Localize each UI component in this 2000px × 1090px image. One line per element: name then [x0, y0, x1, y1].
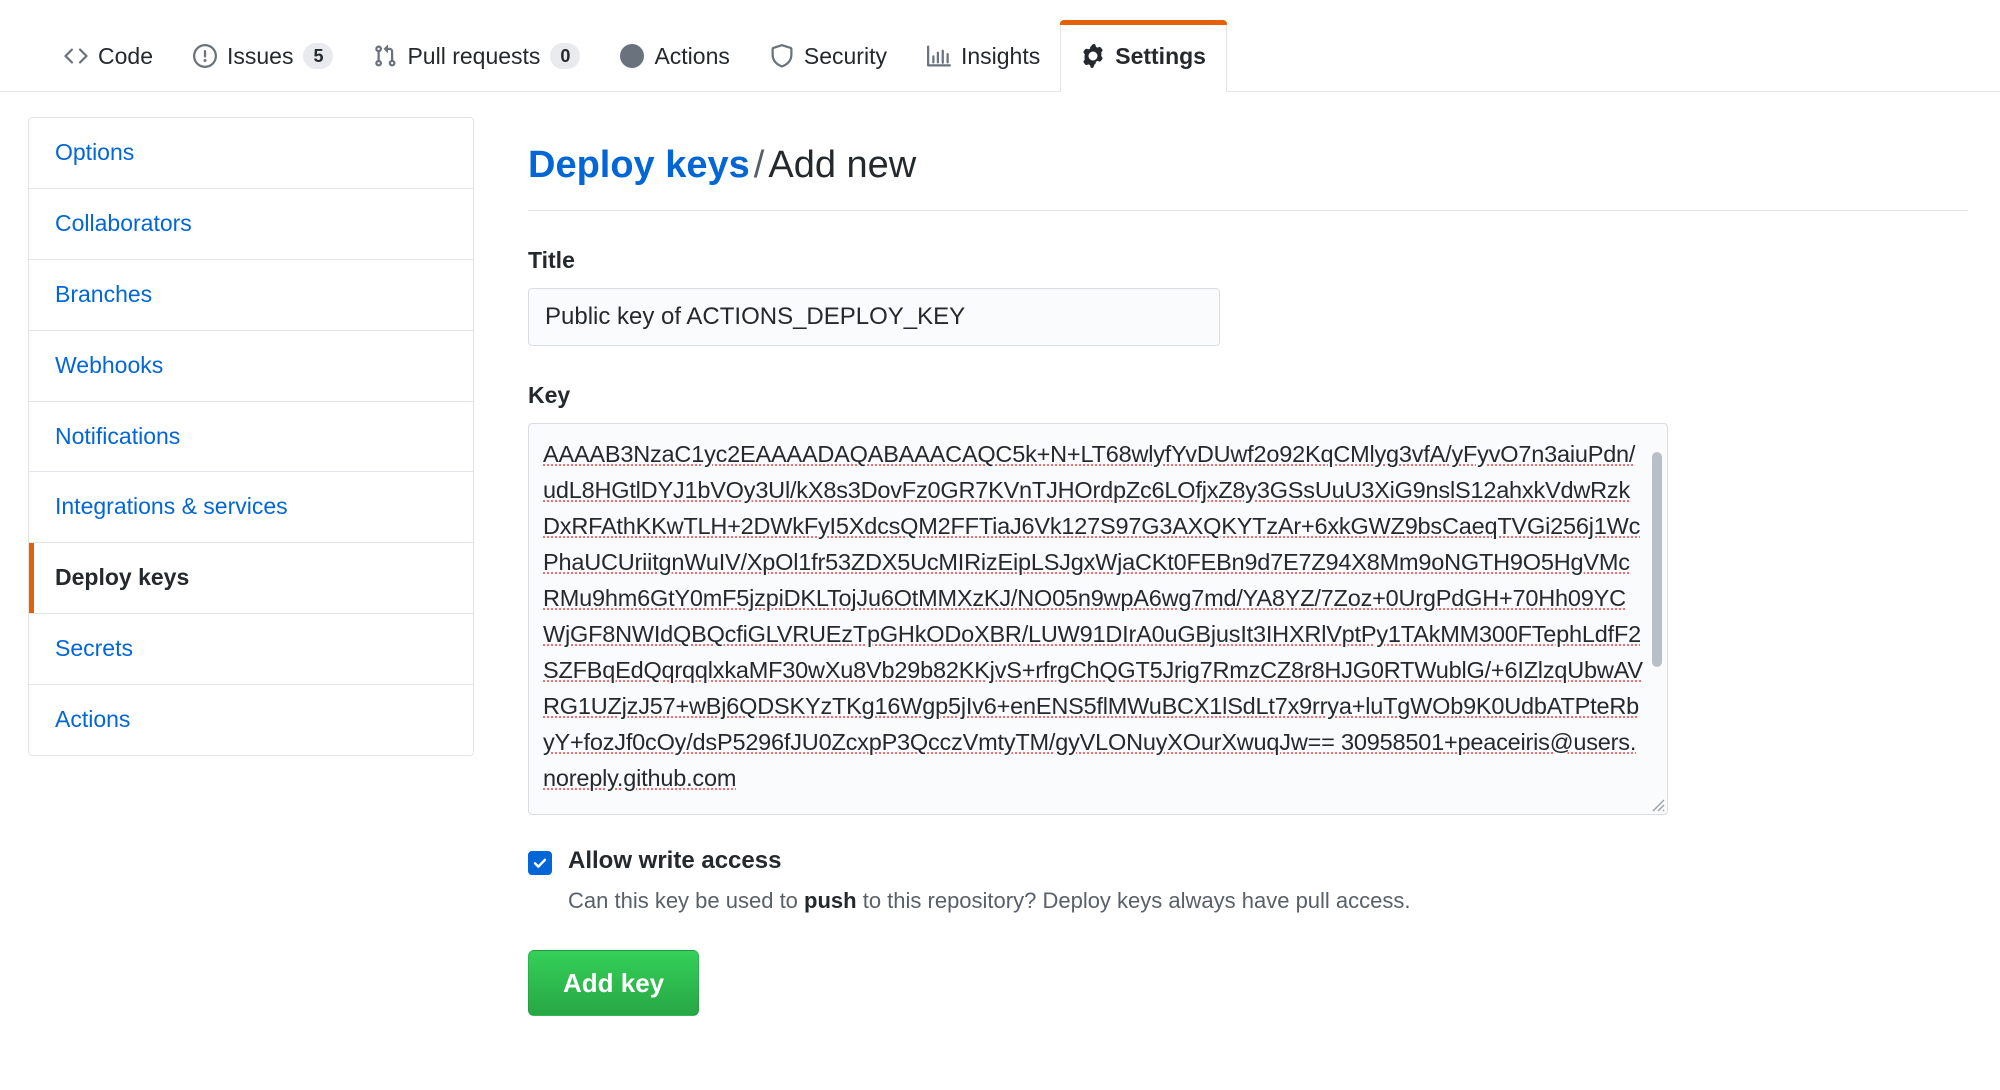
- title-field-label: Title: [528, 246, 575, 273]
- sidebar-item-deploy-keys[interactable]: Deploy keys: [29, 543, 473, 615]
- key-field-label: Key: [528, 381, 571, 408]
- tab-settings[interactable]: Settings: [1060, 20, 1227, 92]
- play-icon: [620, 44, 645, 68]
- note-suffix: to this repository? Deploy keys always h…: [856, 888, 1411, 914]
- allow-write-access-checkbox[interactable]: [528, 850, 552, 875]
- note-prefix: Can this key be used to: [568, 888, 805, 914]
- tab-pull-requests-label: Pull requests: [407, 42, 541, 69]
- tab-code-label: Code: [98, 42, 153, 69]
- git-pull-request-icon: [373, 44, 397, 68]
- breadcrumb-deploy-keys-link[interactable]: Deploy keys: [528, 144, 750, 187]
- sidebar-item-options[interactable]: Options: [29, 118, 473, 189]
- tab-actions[interactable]: Actions: [600, 21, 749, 91]
- allow-write-access-note: Can this key be used to push to this rep…: [568, 886, 1411, 916]
- tab-issues[interactable]: Issues 5: [173, 21, 353, 91]
- textarea-scrollbar[interactable]: [1652, 451, 1662, 667]
- tab-insights-label: Insights: [960, 42, 1041, 69]
- pull-requests-count-badge: 0: [550, 43, 581, 69]
- issue-opened-icon: [192, 44, 217, 68]
- sidebar-item-secrets[interactable]: Secrets: [29, 614, 473, 686]
- shield-icon: [770, 44, 794, 68]
- settings-sidebar: Options Collaborators Branches Webhooks …: [28, 117, 474, 757]
- allow-write-access-row: Allow write access Can this key be used …: [528, 845, 1968, 916]
- page-title: Deploy keys/Add new: [528, 142, 1968, 211]
- deploy-key-value: AAAAB3NzaC1yc2EAAAADAQABAAACAQC5k+N+LT68…: [543, 440, 1643, 791]
- tab-insights[interactable]: Insights: [907, 21, 1060, 91]
- graph-icon: [926, 44, 951, 68]
- deploy-key-textarea[interactable]: AAAAB3NzaC1yc2EAAAADAQABAAACAQC5k+N+LT68…: [528, 422, 1668, 815]
- tab-code[interactable]: Code: [44, 21, 173, 91]
- allow-write-access-texts: Allow write access Can this key be used …: [568, 845, 1411, 916]
- tab-pull-requests[interactable]: Pull requests 0: [353, 21, 600, 91]
- tab-security[interactable]: Security: [750, 21, 907, 91]
- sidebar-item-collaborators[interactable]: Collaborators: [29, 188, 473, 260]
- tab-issues-label: Issues: [226, 42, 294, 69]
- textarea-resize-handle[interactable]: [1647, 794, 1665, 812]
- tab-actions-label: Actions: [654, 42, 730, 69]
- sidebar-item-integrations-and-services[interactable]: Integrations & services: [29, 472, 473, 544]
- sidebar-item-webhooks[interactable]: Webhooks: [29, 330, 473, 402]
- sidebar-item-branches[interactable]: Branches: [29, 259, 473, 331]
- breadcrumb-current: Add new: [768, 144, 917, 187]
- issues-count-badge: 5: [303, 43, 334, 69]
- tab-settings-label: Settings: [1115, 42, 1206, 69]
- sidebar-item-notifications[interactable]: Notifications: [29, 401, 473, 473]
- deploy-key-form: Deploy keys/Add new Title Key AAAAB3NzaC…: [528, 117, 1968, 1017]
- note-bold: push: [804, 888, 857, 914]
- sidebar-item-actions[interactable]: Actions: [29, 685, 473, 756]
- repository-nav: Code Issues 5 Pull requests 0 Actions: [0, 0, 2000, 92]
- tab-security-label: Security: [803, 42, 887, 69]
- allow-write-access-label[interactable]: Allow write access: [568, 846, 782, 874]
- breadcrumb-separator: /: [753, 144, 765, 187]
- deploy-key-title-input[interactable]: [528, 287, 1220, 346]
- code-icon: [64, 44, 88, 68]
- gear-icon: [1081, 44, 1105, 68]
- add-key-button[interactable]: Add key: [528, 949, 700, 1017]
